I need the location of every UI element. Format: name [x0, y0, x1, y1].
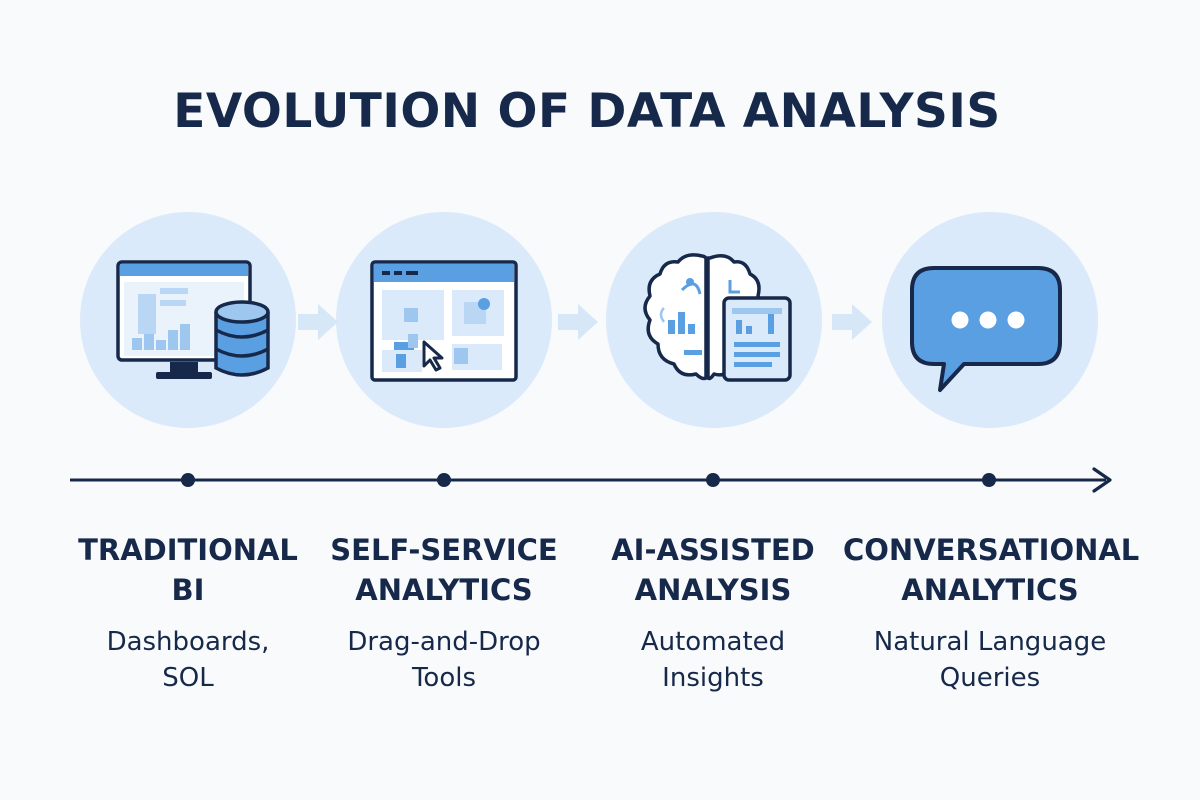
stage-4-description-line-2: Queries — [939, 663, 1041, 693]
timeline-arrowhead-icon — [1092, 467, 1112, 493]
stage-3-description: Automated Insights — [583, 624, 843, 696]
stage-2-title-line-1: SELF-SERVICE — [330, 533, 558, 567]
stage-2-description-line-1: Drag-and-Drop — [347, 627, 541, 657]
brain-document-icon — [643, 253, 792, 382]
stage-3-description-line-1: Automated — [640, 627, 786, 657]
stage-2-description: Drag-and-Drop Tools — [314, 624, 574, 696]
stage-4-title-line-1: CONVERSATIONAL — [843, 533, 1140, 567]
timeline-marker-1 — [181, 473, 195, 487]
stage-2-title-line-2: ANALYTICS — [355, 573, 533, 607]
drag-drop-window-icon — [370, 260, 518, 382]
stage-3-description-line-2: Insights — [662, 663, 764, 693]
stage-1-title-line-2: BI — [171, 573, 205, 607]
flow-arrow-icon — [832, 304, 872, 340]
stage-3-title-line-1: AI-ASSISTED — [611, 533, 815, 567]
stage-4-title: CONVERSATIONAL ANALYTICS — [843, 530, 1140, 610]
stage-1-description-line-2: SOL — [162, 663, 214, 693]
stage-1-title-line-1: TRADITIONAL — [78, 533, 298, 567]
stage-1-description: Dashboards, SOL — [58, 624, 318, 696]
timeline-marker-3 — [706, 473, 720, 487]
flow-arrow-icon — [298, 304, 338, 340]
stage-3-title: AI-ASSISTED ANALYSIS — [583, 530, 843, 610]
timeline-marker-4 — [982, 473, 996, 487]
stage-4-description-line-1: Natural Language — [873, 627, 1107, 657]
stage-4-title-line-2: ANALYTICS — [901, 573, 1079, 607]
flow-arrow-icon — [558, 304, 598, 340]
stage-1-title: TRADITIONAL BI — [58, 530, 318, 610]
stage-2-title: SELF-SERVICE ANALYTICS — [314, 530, 574, 610]
stage-2-description-line-2: Tools — [411, 663, 477, 693]
timeline-marker-2 — [437, 473, 451, 487]
stage-3-title-line-2: ANALYSIS — [634, 573, 792, 607]
chat-bubble-icon — [910, 266, 1062, 392]
stage-1-description-line-1: Dashboards, — [106, 627, 270, 657]
monitor-database-icon — [116, 260, 270, 379]
stage-4-description: Natural Language Queries — [843, 624, 1137, 696]
diagram-title: EVOLUTION OF DATA ANALYSIS — [173, 84, 1001, 139]
